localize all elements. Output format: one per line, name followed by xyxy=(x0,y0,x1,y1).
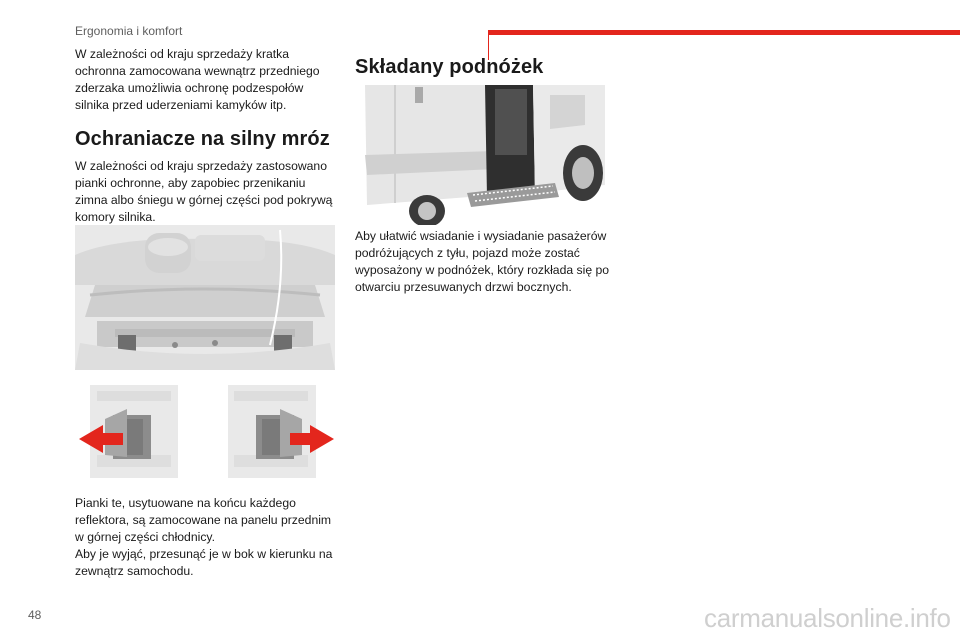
intro-paragraph: W zależności od kraju sprzedaży kratka o… xyxy=(75,47,320,112)
header-divider xyxy=(488,30,489,60)
folding-step-heading: Składany podnóżek xyxy=(355,56,544,78)
right-arrow-icon xyxy=(290,425,334,453)
header-accent-bar xyxy=(489,30,960,35)
foam-caption-line1: Pianki te, usytuowane na końcu każdego r… xyxy=(75,496,332,544)
van-folding-step-illustration xyxy=(355,85,607,225)
frost-protection-heading: Ochraniacze na silny mróz xyxy=(75,128,330,150)
engine-bay-illustration xyxy=(75,225,335,370)
left-arrow-icon xyxy=(79,425,123,453)
frost-protection-paragraph: W zależności od kraju sprzedaży zastosow… xyxy=(75,159,333,224)
foam-insert-right-illustration xyxy=(228,385,338,480)
foam-caption-line2: Aby je wyjąć, przesunąć je w bok w kieru… xyxy=(75,547,333,578)
running-header: Ergonomia i komfort xyxy=(75,24,183,38)
left-column: W zależności od kraju sprzedaży kratka o… xyxy=(75,46,337,226)
page-number: 48 xyxy=(28,608,42,622)
foam-caption: Pianki te, usytuowane na końcu każdego r… xyxy=(75,495,337,580)
site-watermark: carmanualsonline.info xyxy=(704,603,951,633)
foam-insert-left-illustration xyxy=(75,385,185,480)
folding-step-paragraph: Aby ułatwić wsiadanie i wysiadanie pasaż… xyxy=(355,229,610,294)
folding-step-text-block: Aby ułatwić wsiadanie i wysiadanie pasaż… xyxy=(355,228,617,296)
middle-column: Składany podnóżek xyxy=(355,56,617,91)
